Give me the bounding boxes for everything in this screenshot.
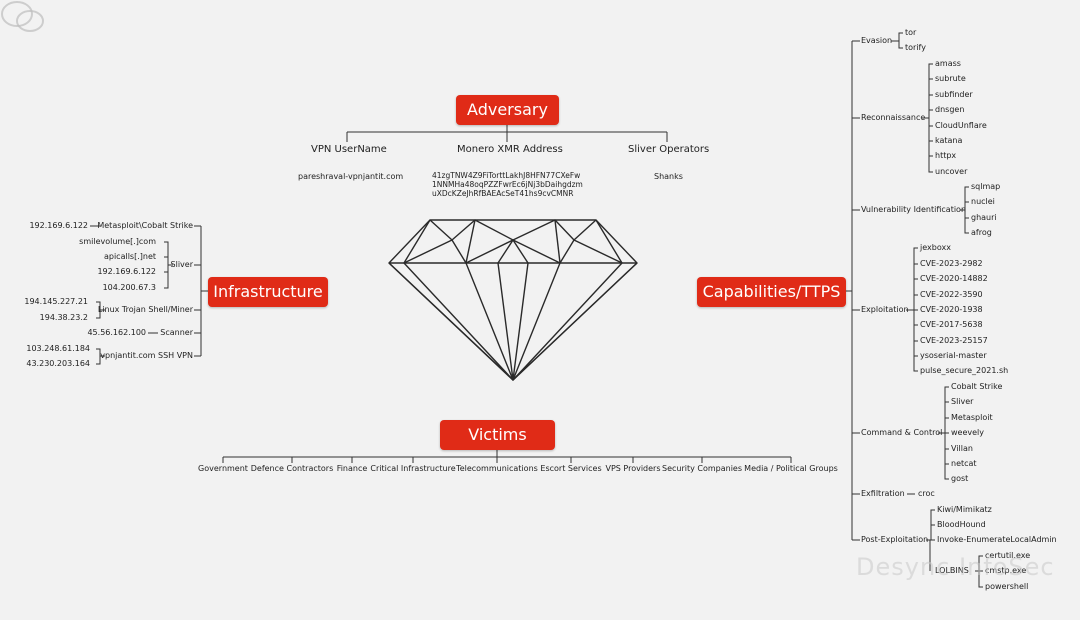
xmr-address-line: 1NNMHa48oqPZZFwrEc6jNj3bDaihgdzm xyxy=(432,180,583,189)
victim-item: Finance xyxy=(336,464,368,473)
infrastructure-item: 192.169.6.122 xyxy=(29,221,88,230)
capability-item: Metasploit xyxy=(951,413,993,422)
capability-item: dnsgen xyxy=(935,105,965,114)
watermark-text: Desync InfoSec xyxy=(856,553,1055,581)
victims-node: Victims xyxy=(440,420,555,450)
wechat-icon xyxy=(1,1,44,32)
capability-item: katana xyxy=(935,136,963,145)
victim-item: Telecommunications xyxy=(456,464,538,473)
capability-category: LOLBINS xyxy=(935,566,969,575)
capability-item: powershell xyxy=(985,582,1029,591)
capability-category: Post-Exploitation xyxy=(861,535,929,544)
capability-item: nuclei xyxy=(971,197,995,206)
victim-item: Government xyxy=(198,464,248,473)
capability-item: Invoke-EnumerateLocalAdmin xyxy=(937,535,1057,544)
victim-item: Defence Contractors xyxy=(250,464,334,473)
infrastructure-node: Infrastructure xyxy=(208,277,328,307)
capability-item: certutil.exe xyxy=(985,551,1031,560)
infrastructure-item: apicalls[.]net xyxy=(103,252,156,261)
capabilities-node: Capabilities/TTPS xyxy=(697,277,846,307)
infrastructure-category: Linux Trojan Shell/Miner xyxy=(97,305,193,314)
capability-item: afrog xyxy=(971,228,992,237)
infrastructure-item: 194.38.23.2 xyxy=(39,313,88,322)
infrastructure-item: 43.230.203.164 xyxy=(26,359,90,368)
adversary-node: Adversary xyxy=(456,95,559,125)
capability-item: Sliver xyxy=(951,397,974,406)
capability-item: Villan xyxy=(951,444,973,453)
infrastructure-category: Sliver xyxy=(170,260,193,269)
victim-item: Security Companies xyxy=(661,464,743,473)
capability-item: croc xyxy=(918,489,935,498)
victim-item: Escort Services xyxy=(540,464,602,473)
capability-item: pulse_secure_2021.sh xyxy=(920,366,1009,375)
infrastructure-item: 104.200.67.3 xyxy=(102,283,156,292)
xmr-address-label: Monero XMR Address xyxy=(457,144,563,155)
infrastructure-category: Scanner xyxy=(160,328,193,337)
sliver-operators-label: Sliver Operators xyxy=(628,144,710,155)
xmr-address-line: uXDcKZeJhRfBAEAcSeT41hs9cvCMNR xyxy=(432,189,574,198)
infrastructure-item: smilevolume[.]com xyxy=(79,237,156,246)
capability-item: weevely xyxy=(951,428,984,437)
capability-item: gost xyxy=(951,474,969,483)
capability-item: ysoserial-master xyxy=(920,351,987,360)
capability-category: Command & Control xyxy=(861,428,943,437)
capability-item: subfinder xyxy=(935,90,973,99)
capability-item: CloudUnflare xyxy=(935,121,987,130)
infrastructure-item: 192.169.6.122 xyxy=(97,267,156,276)
capability-category: Vulnerability Identification xyxy=(861,205,967,214)
vpn-username-label: VPN UserName xyxy=(311,144,387,155)
capability-item: cmstp.exe xyxy=(985,566,1027,575)
capability-item: subrute xyxy=(935,74,966,83)
capability-item: tor xyxy=(905,28,917,37)
victim-item: VPS Providers xyxy=(605,464,661,473)
capability-item: torify xyxy=(905,43,926,52)
capability-category: Evasion xyxy=(861,36,893,45)
capability-item: amass xyxy=(935,59,961,68)
capability-category: Exploitation xyxy=(861,305,909,314)
capability-item: Kiwi/Mimikatz xyxy=(937,505,992,514)
capability-item: uncover xyxy=(935,167,968,176)
capability-item: CVE-2022-3590 xyxy=(920,290,983,299)
capability-item: Cobalt Strike xyxy=(951,382,1003,391)
capability-item: CVE-2023-2982 xyxy=(920,259,983,268)
capability-item: BloodHound xyxy=(937,520,986,529)
capability-item: jexboxx xyxy=(920,243,951,252)
capability-item: CVE-2017-5638 xyxy=(920,320,983,329)
sliver-operators-value: Shanks xyxy=(654,172,683,181)
infrastructure-item: 103.248.61.184 xyxy=(26,344,90,353)
capability-item: CVE-2023-25157 xyxy=(920,336,988,345)
capability-item: sqlmap xyxy=(971,182,1001,191)
infrastructure-category: vpnjantit.com SSH VPN xyxy=(100,351,193,360)
infrastructure-category: Metasploit\Cobalt Strike xyxy=(97,221,193,230)
xmr-address-line: 41zgTNW4Z9FiTorttLakhJ8HFN77CXeFw xyxy=(432,171,581,180)
victim-item: Media / Political Groups xyxy=(744,464,838,473)
capability-item: httpx xyxy=(935,151,957,160)
infrastructure-item: 45.56.162.100 xyxy=(87,328,146,337)
capability-item: ghauri xyxy=(971,213,997,222)
vpn-username-value: pareshraval-vpnjantit.com xyxy=(298,172,404,181)
capability-category: Reconnaissance xyxy=(861,113,926,122)
capability-item: netcat xyxy=(951,459,977,468)
infrastructure-item: 194.145.227.21 xyxy=(24,297,88,306)
capability-item: CVE-2020-14882 xyxy=(920,274,988,283)
capability-item: CVE-2020-1938 xyxy=(920,305,983,314)
victim-item: Critical Infrastructure xyxy=(370,464,456,473)
capability-category: Exfiltration xyxy=(861,489,905,498)
